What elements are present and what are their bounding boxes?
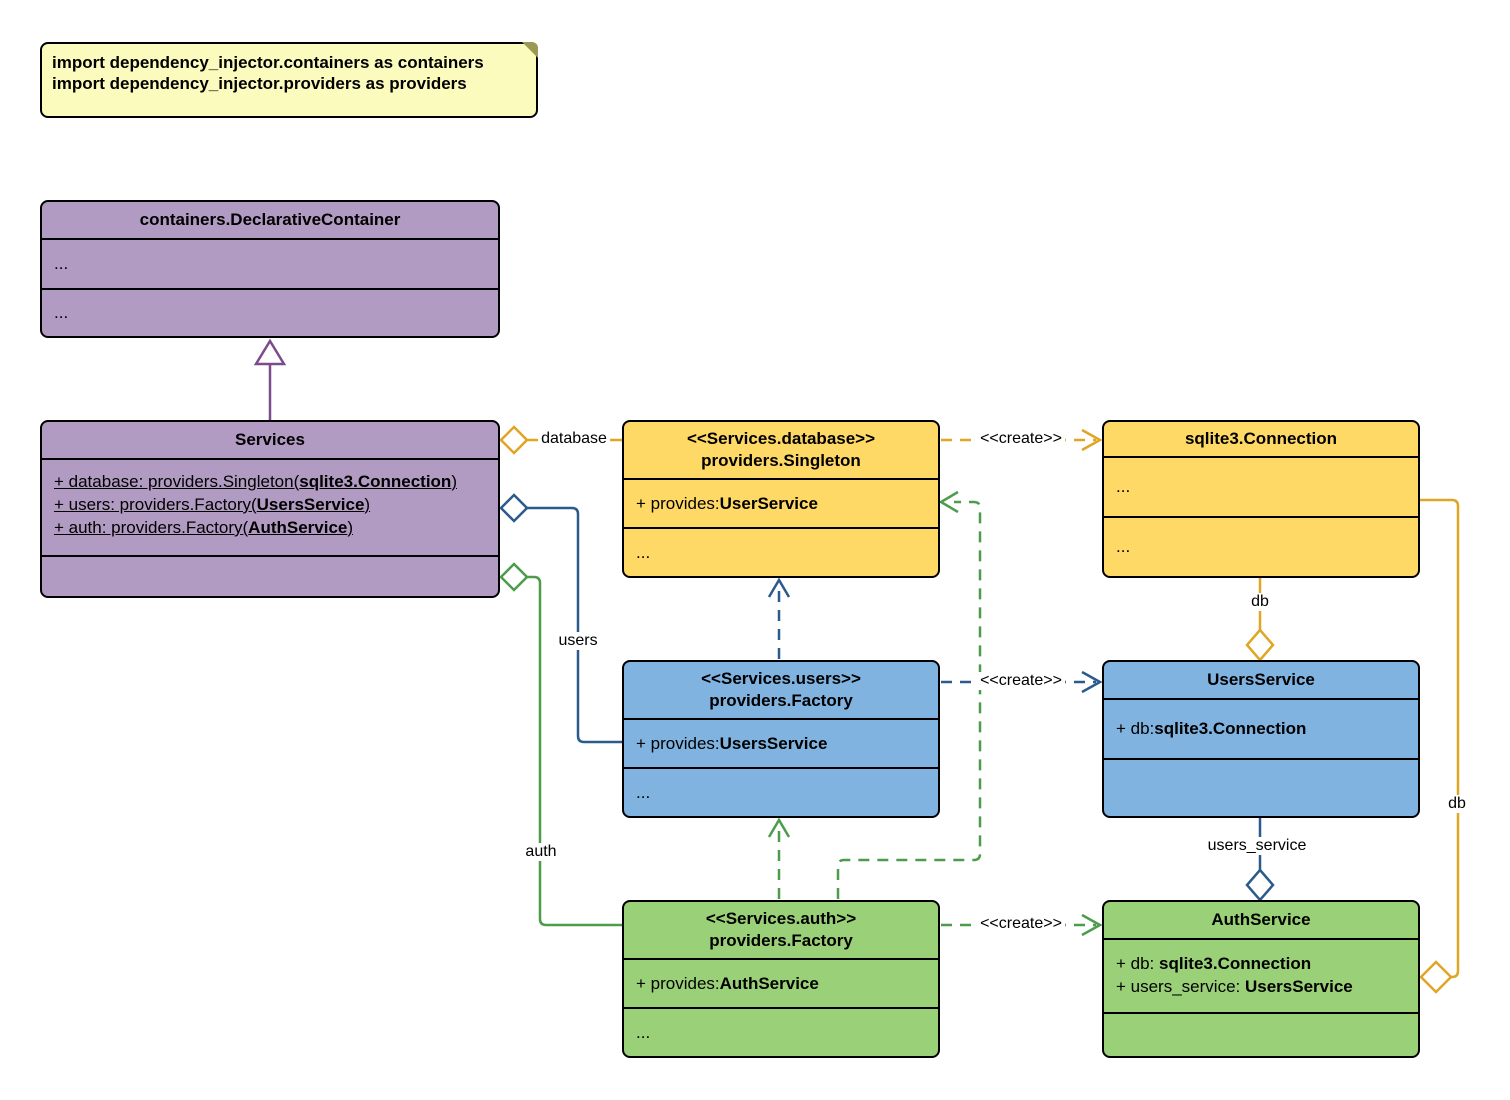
open-arrowhead-icon	[1081, 428, 1103, 452]
stereotype: <<Services.database>>	[686, 428, 876, 448]
open-arrowhead-icon	[1081, 670, 1103, 694]
aggregation-diamond-icon	[499, 562, 529, 592]
class-title: <<Services.users>> providers.Factory	[624, 662, 938, 718]
class-section-empty	[42, 555, 498, 596]
dependency-edge-factoryusers-singleton	[767, 577, 791, 659]
aggregation-db-edge	[1245, 578, 1275, 662]
edge-label-users: users	[555, 632, 601, 650]
class-title: UsersService	[1207, 669, 1315, 689]
class-attributes: + database: providers.Singleton(sqlite3.…	[42, 458, 498, 555]
class-title-text: providers.Factory	[709, 691, 853, 710]
class-title: containers.DeclarativeContainer	[139, 209, 401, 229]
stereotype: <<Services.auth>>	[705, 908, 857, 928]
edge-label-create-auth: <<create>>	[977, 915, 1065, 933]
class-title: <<Services.auth>> providers.Factory	[624, 902, 938, 958]
edge-label-auth: auth	[522, 843, 560, 861]
edge-label-db-right: db	[1445, 795, 1469, 813]
attribute-line: + users: providers.Factory(UsersService)	[54, 495, 371, 514]
aggregation-users-service-edge	[1245, 817, 1275, 902]
class-services: Services + database: providers.Singleton…	[40, 420, 500, 598]
attribute-line: + auth: providers.Factory(AuthService)	[54, 518, 354, 537]
edge-label-create-database: <<create>>	[977, 430, 1065, 448]
class-section-empty	[1104, 1012, 1418, 1056]
aggregation-diamond-icon	[1419, 960, 1453, 994]
class-title: AuthService	[1211, 909, 1311, 929]
aggregation-auth-edge	[499, 562, 622, 927]
edge-label-create-users: <<create>>	[977, 672, 1065, 690]
class-providers-singleton: <<Services.database>> providers.Singleto…	[622, 420, 940, 578]
class-title: sqlite3.Connection	[1184, 428, 1338, 448]
aggregation-diamond-icon	[1245, 868, 1275, 902]
class-title: Services	[235, 429, 305, 449]
aggregation-db-right-edge	[1419, 498, 1460, 994]
edge-label-users-service: users_service	[1204, 837, 1310, 855]
open-arrowhead-icon	[767, 817, 791, 838]
aggregation-diamond-icon	[499, 425, 529, 455]
dependency-edge-factoryauth-singleton	[836, 490, 982, 899]
inheritance-triangle-icon	[253, 338, 287, 366]
class-attributes: + provides: UserService	[624, 478, 938, 527]
note-fold-icon	[522, 42, 538, 58]
class-attributes: + db: sqlite3.Connection	[1104, 698, 1418, 758]
class-section: ...	[1104, 456, 1418, 516]
edge-label-database: database	[538, 430, 610, 448]
aggregation-diamond-icon	[1245, 628, 1275, 662]
class-section: ...	[624, 1007, 938, 1056]
class-title-text: providers.Singleton	[701, 451, 861, 470]
stereotype: <<Services.users>>	[701, 668, 861, 688]
class-section: ...	[42, 238, 498, 288]
open-arrowhead-icon	[767, 577, 791, 598]
inheritance-edge	[253, 338, 287, 420]
class-auth-service: AuthService + db: sqlite3.Connection + u…	[1102, 900, 1420, 1058]
attribute-line: + users_service: UsersService	[1116, 977, 1353, 996]
aggregation-diamond-icon	[499, 493, 529, 523]
dependency-edge-factoryauth-factoryusers	[767, 817, 791, 899]
class-attributes: + db: sqlite3.Connection + users_service…	[1104, 938, 1418, 1012]
class-sqlite3-connection: sqlite3.Connection ... ...	[1102, 420, 1420, 578]
class-section-empty	[1104, 758, 1418, 816]
class-title-text: providers.Factory	[709, 931, 853, 950]
class-title: <<Services.database>> providers.Singleto…	[624, 422, 938, 478]
attribute-line: + db: sqlite3.Connection	[1116, 954, 1312, 973]
class-providers-factory-auth: <<Services.auth>> providers.Factory + pr…	[622, 900, 940, 1058]
class-section: ...	[42, 288, 498, 336]
class-users-service: UsersService + db: sqlite3.Connection	[1102, 660, 1420, 818]
class-providers-factory-users: <<Services.users>> providers.Factory + p…	[622, 660, 940, 818]
open-arrowhead-icon	[1081, 913, 1103, 937]
class-section: ...	[624, 767, 938, 816]
open-arrowhead-icon	[938, 490, 959, 514]
note-line: import dependency_injector.containers as…	[52, 53, 484, 72]
class-section: ...	[1104, 516, 1418, 576]
class-declarative-container: containers.DeclarativeContainer ... ...	[40, 200, 500, 338]
note-line: import dependency_injector.providers as …	[52, 74, 467, 93]
edge-label-db: db	[1248, 593, 1272, 611]
class-section: ...	[624, 527, 938, 576]
aggregation-users-edge	[499, 493, 622, 744]
class-attributes: + provides: UsersService	[624, 718, 938, 767]
class-attributes: + provides: AuthService	[624, 958, 938, 1007]
uml-note: import dependency_injector.containers as…	[40, 42, 538, 118]
attribute-line: + database: providers.Singleton(sqlite3.…	[54, 472, 457, 491]
